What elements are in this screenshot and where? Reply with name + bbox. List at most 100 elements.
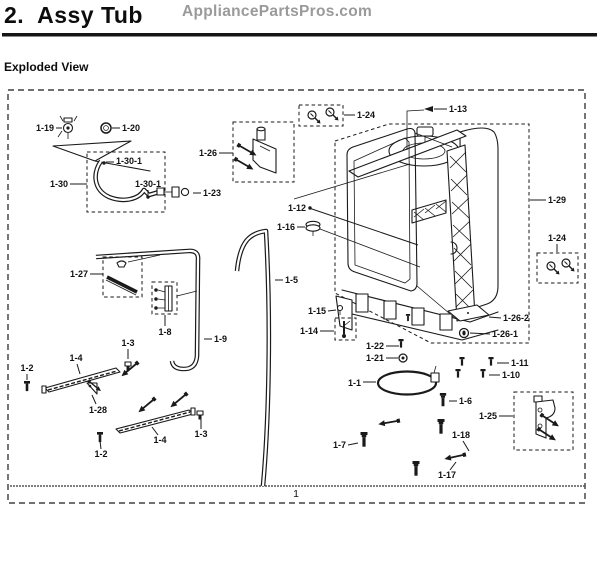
page-title: 2. Assy Tub <box>4 2 143 28</box>
hinge-bracket-callout <box>513 391 574 451</box>
hose-callout <box>86 151 190 213</box>
part-label: 1-7 <box>333 440 346 450</box>
clip-1-3b <box>196 410 204 421</box>
leader-extra <box>293 163 411 200</box>
callout-box-1-24a <box>298 104 344 127</box>
grommet-1-26-1 <box>458 327 470 339</box>
folded-sheet <box>52 140 132 162</box>
callout-box-1-25 <box>513 391 574 451</box>
leader-line <box>308 207 419 246</box>
bracket-1-28 <box>86 378 104 395</box>
exploded-view-border <box>7 89 586 504</box>
gasket-channel-1-5 <box>234 228 272 487</box>
section-heading: Exploded View <box>4 60 89 74</box>
part-label: 1-6 <box>459 396 472 406</box>
install-bracket-drawing <box>252 138 277 174</box>
part-label: 1-23 <box>203 188 221 198</box>
leader-line <box>76 363 81 375</box>
part-label: 1-11 <box>511 358 529 368</box>
callout-box-1-8 <box>151 281 178 315</box>
inlet-cap-drawing <box>305 220 421 268</box>
gasket-channel-1-9 <box>95 248 201 372</box>
part-label: 1-16 <box>277 222 295 232</box>
base-rail-1 <box>41 367 121 394</box>
top-rail-leader <box>406 106 433 150</box>
callout-box-1-30 <box>86 151 166 213</box>
callout-box-1-24b <box>536 252 579 284</box>
tub-callout <box>293 106 530 344</box>
part-label: 1-2 <box>94 449 107 459</box>
leader-line <box>99 440 102 450</box>
part-label: 1-30 <box>50 179 68 189</box>
part-label: 1-2 <box>20 363 33 373</box>
part-label: 1-30-1 <box>116 156 142 166</box>
part-label: 1-18 <box>452 430 470 440</box>
part-label: 1-26 <box>199 148 217 158</box>
leader-line <box>347 442 359 446</box>
part-label: 1-26-1 <box>492 329 518 339</box>
ring-1-20 <box>100 122 112 134</box>
callout-box-1-14 <box>334 317 357 341</box>
part-label: 1-10 <box>502 370 520 380</box>
part-label: 1-9 <box>214 334 227 344</box>
noise-pad-drawing <box>447 304 490 322</box>
leader-line <box>327 309 337 312</box>
leader-dot <box>102 161 106 165</box>
bolt-1-2b <box>97 432 103 443</box>
part-label: 1-5 <box>285 275 298 285</box>
door-seal-drawing <box>376 365 440 396</box>
part-label: 1-13 <box>449 104 467 114</box>
screw-kit-callout-right <box>536 252 579 284</box>
leader-line <box>449 461 457 471</box>
part-label: 1-8 <box>158 327 171 337</box>
leader-line <box>462 440 470 452</box>
part-labels-layer: 1-19 1-20 1-30-1 1-30 1-30-1 1-23 1-26 1-24 1-13… <box>20 104 566 480</box>
part-label: 1-25 <box>479 411 497 421</box>
bolt-1-2a <box>24 381 30 392</box>
screw-kit-callout-top <box>298 104 344 127</box>
part-label: 1-29 <box>548 195 566 205</box>
leader-dot <box>146 195 150 199</box>
part-label: 1-12 <box>288 203 306 213</box>
hose-valve-1-23 <box>171 186 180 198</box>
figure-group-label: 1 <box>293 488 299 500</box>
part-label: 1-27 <box>70 269 88 279</box>
part-label: 1-24 <box>548 233 566 243</box>
base-rail-2 <box>115 407 196 434</box>
part-label: 1-22 <box>366 341 384 351</box>
part-label: 1-24 <box>357 110 375 120</box>
part-label: 1-1 <box>348 378 361 388</box>
part-label: 1-26-2 <box>503 313 529 323</box>
part-label: 1-28 <box>89 405 107 415</box>
microswitch-callout <box>334 304 357 341</box>
pin-1-22 <box>398 339 404 348</box>
part-label: 1-20 <box>122 123 140 133</box>
leader-line <box>91 394 97 405</box>
callout-box-1-27 <box>102 256 143 298</box>
leader-line <box>469 332 491 335</box>
part-label: 1-3 <box>194 429 207 439</box>
part-label: 1-14 <box>300 326 318 336</box>
part-label: 1-3 <box>121 338 134 348</box>
leader-line <box>488 316 502 319</box>
grommet-1-21 <box>398 353 408 363</box>
part-label: 1-21 <box>366 353 384 363</box>
part-label: 1-19 <box>36 123 54 133</box>
tub-drawing <box>335 126 499 341</box>
part-label: 1-4 <box>153 435 166 445</box>
bracket-kit-callout <box>232 121 295 183</box>
part-label: 1-15 <box>308 306 326 316</box>
hinge-strip-callout <box>151 281 198 315</box>
faucet-bracket-drawing <box>52 115 151 172</box>
part-label: 1-4 <box>69 353 82 363</box>
site-watermark: AppliancePartsPros.com <box>182 3 373 20</box>
leader-line <box>151 426 159 436</box>
part-label: 1-30-1 <box>135 179 161 189</box>
callout-box-1-26 <box>232 121 295 183</box>
screws-group <box>360 314 494 476</box>
title-underline <box>2 33 597 37</box>
blade-callout <box>102 254 161 298</box>
part-label: 1-17 <box>438 470 456 480</box>
leader-dot <box>308 206 312 210</box>
